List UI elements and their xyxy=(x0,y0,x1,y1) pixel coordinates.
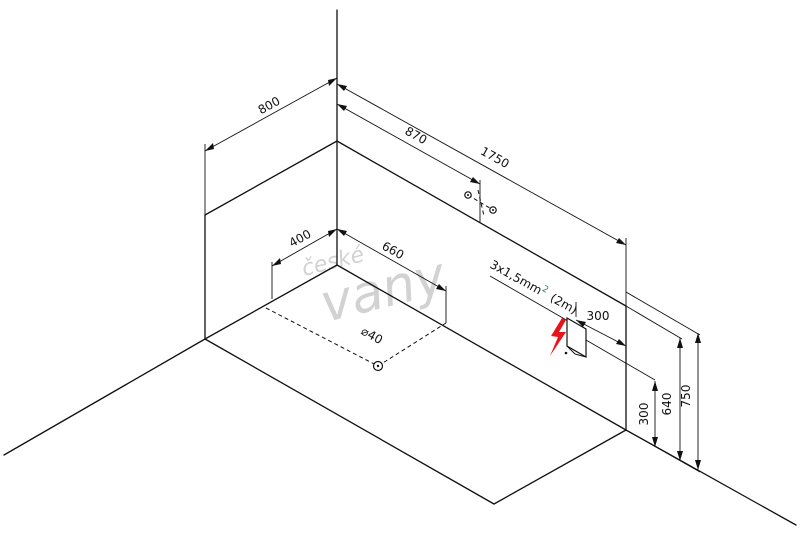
cable-spec-superscript: 2 xyxy=(540,284,550,296)
tub-front-bottom xyxy=(204,338,495,505)
floor-back-edge-left xyxy=(204,264,338,340)
pipe-connector-icon xyxy=(464,191,472,199)
lightning-icon xyxy=(550,318,566,356)
tub-top-back xyxy=(336,140,627,307)
drain-icon xyxy=(372,360,384,372)
drain-diameter-label: ⌀40 xyxy=(359,324,385,347)
dimension-800-label: 800 xyxy=(256,94,283,117)
tub-top-left xyxy=(204,140,338,216)
pipe-connector-icon xyxy=(489,206,497,214)
dimension-300-horizontal-label: 300 xyxy=(587,309,610,323)
socket-icon xyxy=(564,316,587,359)
dimension-400-label: 400 xyxy=(287,227,314,250)
cable-leader-line xyxy=(489,275,576,326)
floor-left-edge xyxy=(3,338,206,456)
tub-right-bottom xyxy=(493,429,627,505)
height-dimensions: 300 640 750 xyxy=(585,291,701,473)
dimension-800: 800 xyxy=(204,72,338,215)
cable-spec-label: 3x1,5mm2(2m) xyxy=(488,257,581,317)
bathtub-outline xyxy=(204,140,627,505)
dimension-640: 640 xyxy=(660,338,683,461)
electrical-connection: 3x1,5mm2(2m) xyxy=(488,257,587,359)
dimension-1750-label: 1750 xyxy=(478,144,512,171)
pipe-connectors xyxy=(464,189,497,217)
dimension-750-label: 750 xyxy=(679,385,693,408)
dimension-870-label: 870 xyxy=(403,124,430,147)
cable-spec-length: (2m) xyxy=(548,291,580,317)
dimension-750: 750 xyxy=(679,333,701,470)
watermark: české vany xyxy=(299,242,452,334)
floor-back-edge-right xyxy=(336,264,627,431)
dimension-640-label: 640 xyxy=(660,393,674,416)
dimension-300-vertical-label: 300 xyxy=(637,403,651,426)
dimension-300-horizontal: 300 xyxy=(575,309,627,347)
dimension-870: 870 xyxy=(336,103,481,222)
dimension-300-vertical: 300 xyxy=(637,381,658,447)
